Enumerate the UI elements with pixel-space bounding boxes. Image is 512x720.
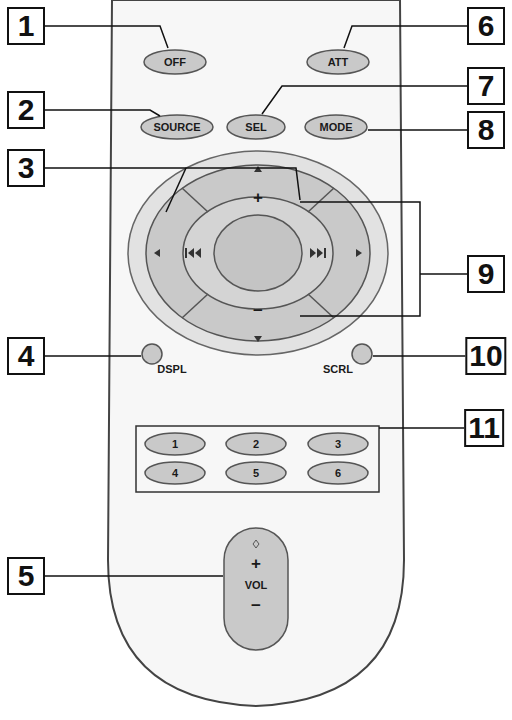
button-label: 5	[253, 467, 259, 479]
button-label: SOURCE	[153, 121, 200, 133]
callout-number: 1	[7, 7, 45, 45]
button-label: −	[253, 301, 263, 321]
callout-number: 11	[464, 409, 504, 447]
button-label: OFF	[164, 56, 186, 68]
remote-body	[108, 0, 404, 706]
button-label: 2	[253, 438, 259, 450]
button-label: SEL	[245, 121, 266, 133]
button-label: +	[251, 554, 261, 574]
button-label: ATT	[328, 56, 349, 68]
button-label: VOL	[245, 579, 268, 591]
button-label: 1	[172, 438, 178, 450]
callout-number: 5	[7, 557, 45, 595]
button-label: 6	[335, 467, 341, 479]
button-label: DSPL	[157, 363, 186, 375]
button-label: −	[251, 596, 261, 616]
callout-number: 3	[7, 149, 45, 187]
button-label: SCRL	[323, 363, 353, 375]
callout-number: 10	[465, 337, 506, 375]
callout-number: 6	[467, 7, 505, 45]
callout-number: 9	[467, 255, 505, 293]
callout-number: 8	[467, 111, 505, 149]
button-label: MODE	[320, 121, 353, 133]
button-label: +	[253, 188, 263, 208]
button-label: 4	[172, 467, 178, 479]
callout-number: 4	[7, 337, 45, 375]
callout-number: 2	[7, 91, 45, 129]
button-label: 3	[335, 438, 341, 450]
callout-number: 7	[467, 67, 505, 105]
